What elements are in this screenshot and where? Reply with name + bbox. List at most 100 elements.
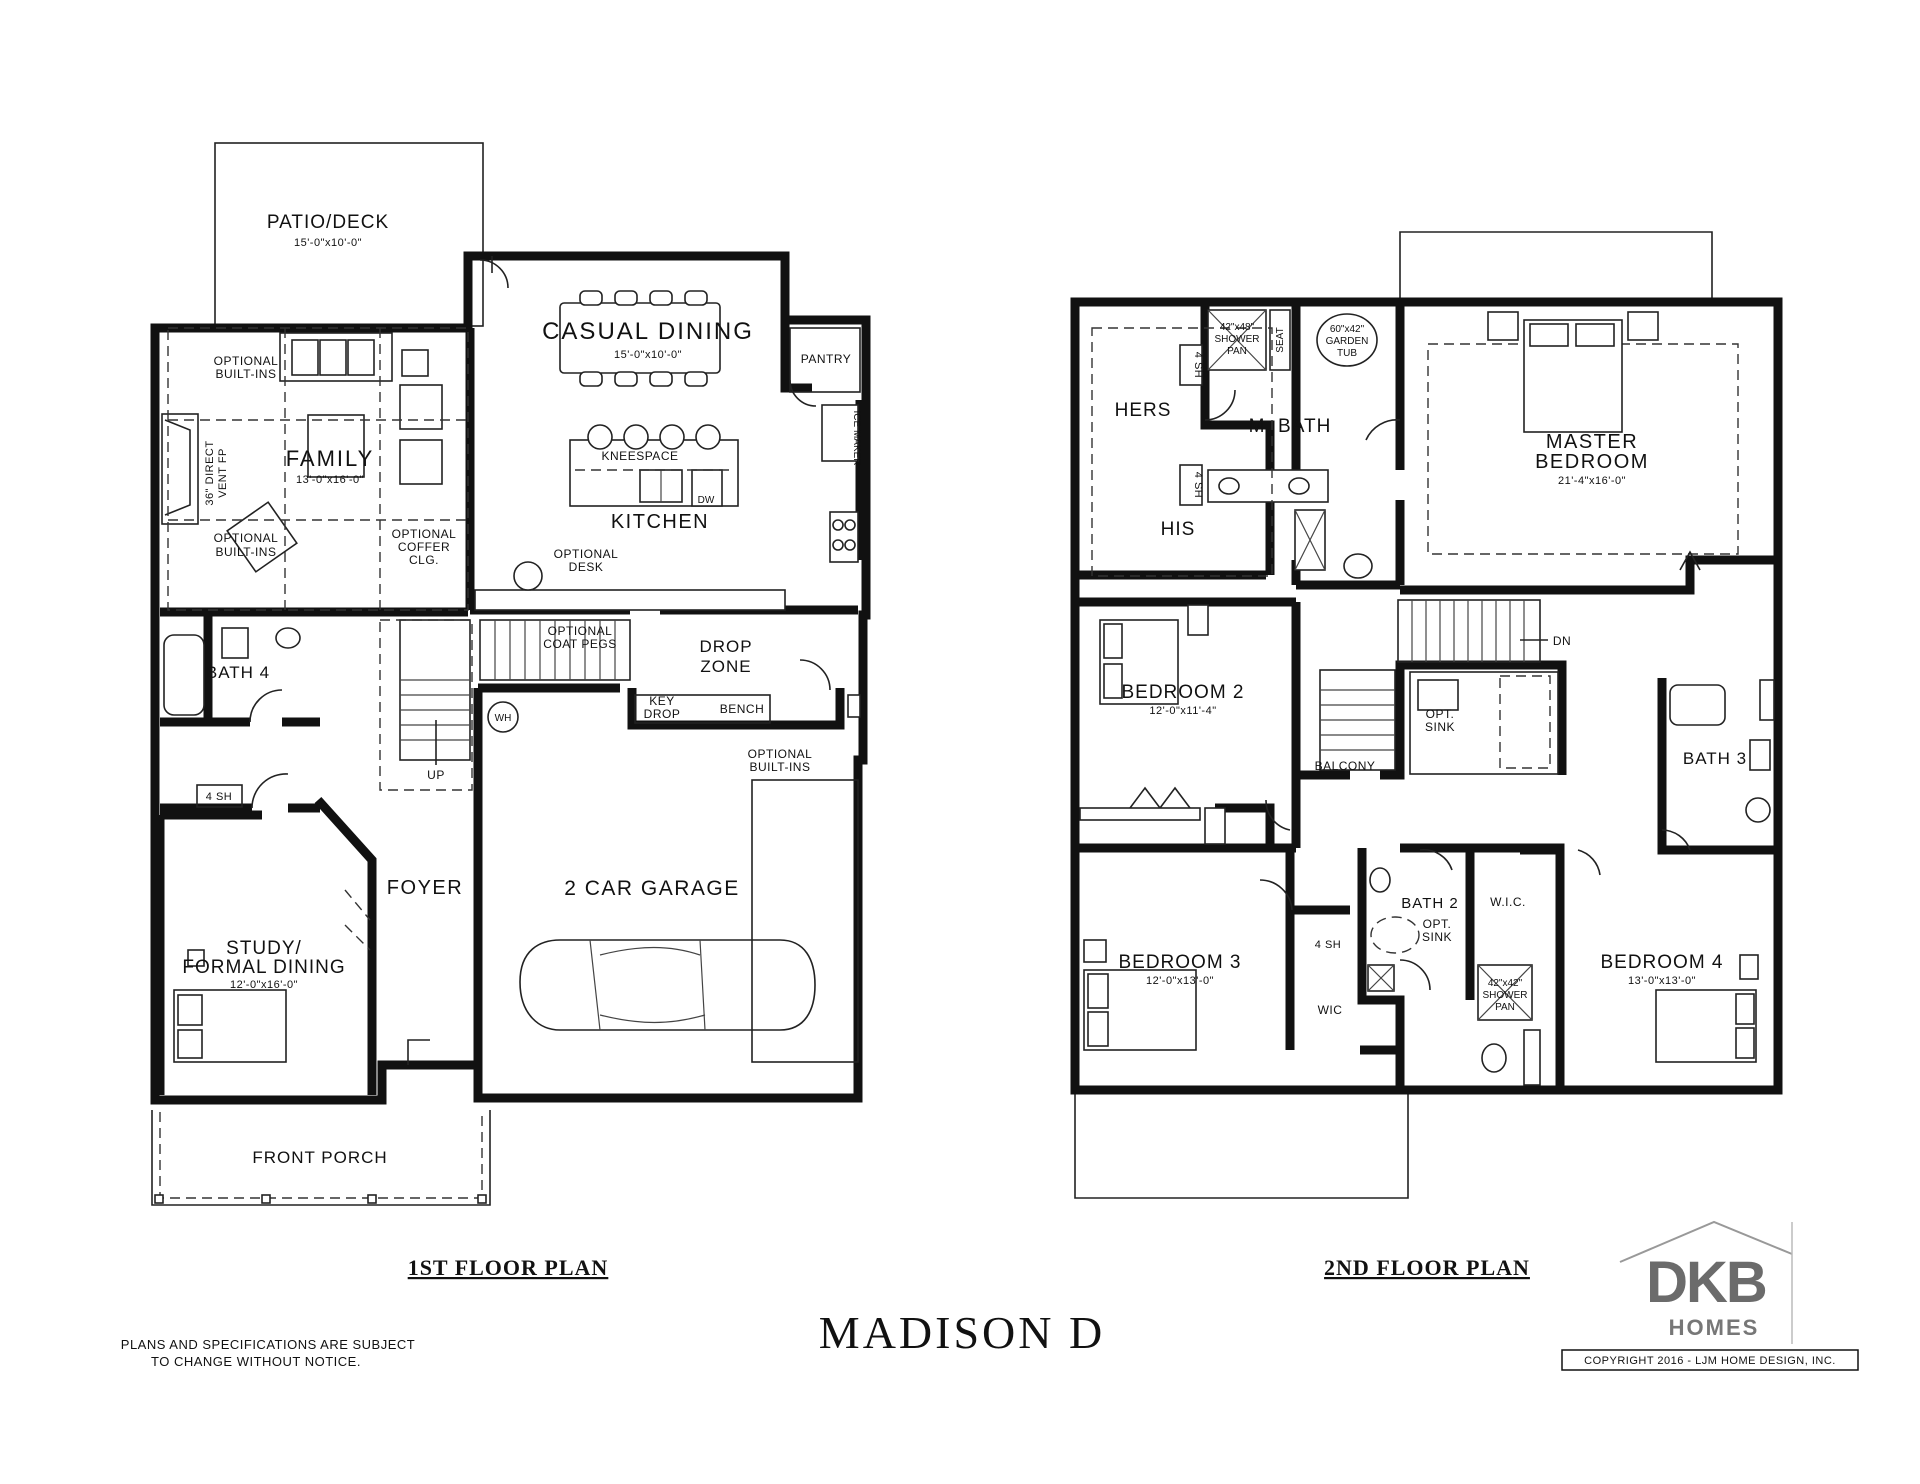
- optional-builtins-mid-2: BUILT-INS: [216, 545, 277, 559]
- front-porch-rail: [159, 1112, 483, 1199]
- master-dimensions: 21'-4"x16'-0": [1558, 475, 1626, 487]
- dn-label: DN: [1553, 634, 1571, 648]
- lower-roof-outline: [1074, 1090, 1409, 1199]
- garden-tub-2: GARDEN: [1326, 336, 1369, 347]
- copyright-text: COPYRIGHT 2016 - LJM HOME DESIGN, INC.: [1584, 1355, 1836, 1367]
- bedroom2-dimensions: 12'-0"x11'-4": [1149, 705, 1216, 717]
- shower-pan-bottom-2: SHOWER: [1483, 990, 1528, 1001]
- patio-label: PATIO/DECK: [267, 212, 389, 233]
- family-dimensions: 13'-0"x16'-0": [296, 474, 364, 486]
- copyright-box: [1561, 1349, 1859, 1371]
- second-floor-stairs: [1319, 599, 1548, 771]
- second-floor-plan: 42"x48" SHOWER PAN SEAT 60"x42" GARDEN T…: [1070, 231, 1783, 1280]
- casual-dining-dimensions: 15'-0"x10'-0": [614, 349, 682, 361]
- fireplace-label-1: 36" DIRECT: [204, 440, 216, 505]
- foyer-label: FOYER: [387, 877, 463, 899]
- garden-tub-1: 60"x42": [1330, 324, 1365, 335]
- casual-dining-table: [559, 290, 721, 387]
- optional-coffer-1: OPTIONAL: [392, 527, 457, 541]
- opt-sink-b-2: SINK: [1422, 930, 1452, 944]
- master-label-2: BEDROOM: [1535, 451, 1649, 473]
- kitchen-label: KITCHEN: [611, 511, 709, 533]
- optional-builtins-top-1: OPTIONAL: [214, 354, 279, 368]
- optional-desk-1: OPTIONAL: [554, 547, 619, 561]
- casual-dining-label: CASUAL DINING: [542, 318, 754, 345]
- bedroom3-label: BEDROOM 3: [1118, 952, 1241, 973]
- opt-sink-a-2: SINK: [1425, 720, 1455, 734]
- first-floor-plan: PATIO/DECK 15'-0"x10'-0" CASUAL DINING 1…: [150, 142, 871, 1280]
- logo-roof-icon: [1619, 1220, 1793, 1263]
- shower-pan-top-3: PAN: [1227, 346, 1247, 357]
- master-label-1: MASTER: [1546, 431, 1638, 453]
- bedroom3-dimensions: 12'-0"x13'-0": [1146, 975, 1214, 987]
- hers-label: HERS: [1115, 400, 1172, 421]
- wic-b-label: WIC: [1318, 1003, 1343, 1017]
- front-porch-outline: [151, 1110, 491, 1206]
- kneespace-label: KNEESPACE: [602, 449, 679, 463]
- second-floor-caption: 2ND FLOOR PLAN: [1324, 1255, 1530, 1280]
- shower-pan-top-2: SHOWER: [1215, 334, 1260, 345]
- family-room-furniture: [161, 327, 469, 612]
- fireplace-label-2: VENT FP: [217, 448, 229, 498]
- optional-desk-2: DESK: [569, 560, 604, 574]
- logo-letters: DKB: [1646, 1250, 1766, 1315]
- his-label: HIS: [1161, 519, 1196, 540]
- bench-label: BENCH: [720, 702, 765, 716]
- first-floor-stairs: [379, 619, 631, 791]
- car-outline: [519, 939, 816, 1031]
- bedroom2-label: BEDROOM 2: [1121, 682, 1244, 703]
- drop-zone-2: ZONE: [700, 657, 751, 676]
- optional-coffer-2: COFFER: [398, 540, 450, 554]
- balcony-label: BALCONY: [1315, 759, 1376, 773]
- shower-pan-bottom-1: 42"x42": [1488, 978, 1523, 989]
- bath2-label: BATH 2: [1401, 895, 1458, 912]
- front-porch-label: FRONT PORCH: [252, 1148, 387, 1167]
- m-bath-label: M. BATH: [1249, 416, 1332, 437]
- second-floor-exterior-walls: [1070, 297, 1783, 1095]
- bath3-label: BATH 3: [1683, 749, 1747, 768]
- bedroom4-label: BEDROOM 4: [1600, 952, 1723, 973]
- optional-coat-pegs-2: COAT PEGS: [543, 637, 616, 651]
- shower-pan-top-1: 42"x48": [1220, 322, 1255, 333]
- family-label: FAMILY: [286, 446, 375, 471]
- up-label: UP: [427, 768, 445, 782]
- garden-tub-3: TUB: [1337, 348, 1357, 359]
- drop-zone-1: DROP: [699, 637, 752, 656]
- first-floor-4sh-label: 4 SH: [206, 791, 232, 803]
- bedroom4-dimensions: 13'-0"x13'-0": [1628, 975, 1696, 987]
- patio-dimensions: 15'-0"x10'-0": [294, 237, 362, 249]
- wic-a-label: W.I.C.: [1490, 895, 1526, 909]
- optional-builtins-top-2: BUILT-INS: [216, 367, 277, 381]
- wh-label: WH: [495, 713, 512, 724]
- seat-label: SEAT: [1275, 327, 1286, 352]
- optional-builtins-bottom-1: OPTIONAL: [748, 747, 813, 761]
- optional-coat-pegs-1: OPTIONAL: [548, 624, 613, 638]
- kitchen-island: [569, 424, 739, 507]
- disclaimer-line-1: PLANS AND SPECIFICATIONS ARE SUBJECT: [121, 1337, 415, 1352]
- first-floor-exterior-walls: [150, 251, 871, 1105]
- opt-sink-b-1: OPT.: [1423, 917, 1452, 931]
- garage-label: 2 CAR GARAGE: [564, 877, 740, 900]
- key-drop-1: KEY: [649, 694, 675, 708]
- dw-label: DW: [698, 495, 715, 506]
- key-drop-2: DROP: [644, 707, 681, 721]
- study-dimensions: 12'-0"x16'-0": [230, 979, 298, 991]
- 4sh-label-a: 4 SH: [1192, 352, 1204, 378]
- patio-outline: [214, 142, 484, 327]
- study-label-2: FORMAL DINING: [182, 957, 345, 978]
- optional-coffer-3: CLG.: [409, 553, 439, 567]
- 4sh-label-c: 4 SH: [1315, 939, 1341, 951]
- garage-parking-box: [751, 779, 859, 1063]
- logo-word: HOMES: [1669, 1315, 1760, 1340]
- ice-maker-label: ICE MAKER: [851, 410, 862, 465]
- 4sh-label-b: 4 SH: [1192, 472, 1204, 498]
- bath4-label: BATH 4: [206, 663, 270, 682]
- optional-builtins-mid-1: OPTIONAL: [214, 531, 279, 545]
- disclaimer-line-2: TO CHANGE WITHOUT NOTICE.: [151, 1354, 361, 1369]
- first-floor-caption: 1ST FLOOR PLAN: [408, 1255, 609, 1280]
- plan-title: MADISON D: [819, 1307, 1105, 1358]
- shower-pan-bottom-3: PAN: [1495, 1002, 1515, 1013]
- second-floor-interior-walls: [1075, 302, 1778, 1090]
- optional-builtins-bottom-2: BUILT-INS: [750, 760, 811, 774]
- study-label-1: STUDY/: [226, 938, 302, 959]
